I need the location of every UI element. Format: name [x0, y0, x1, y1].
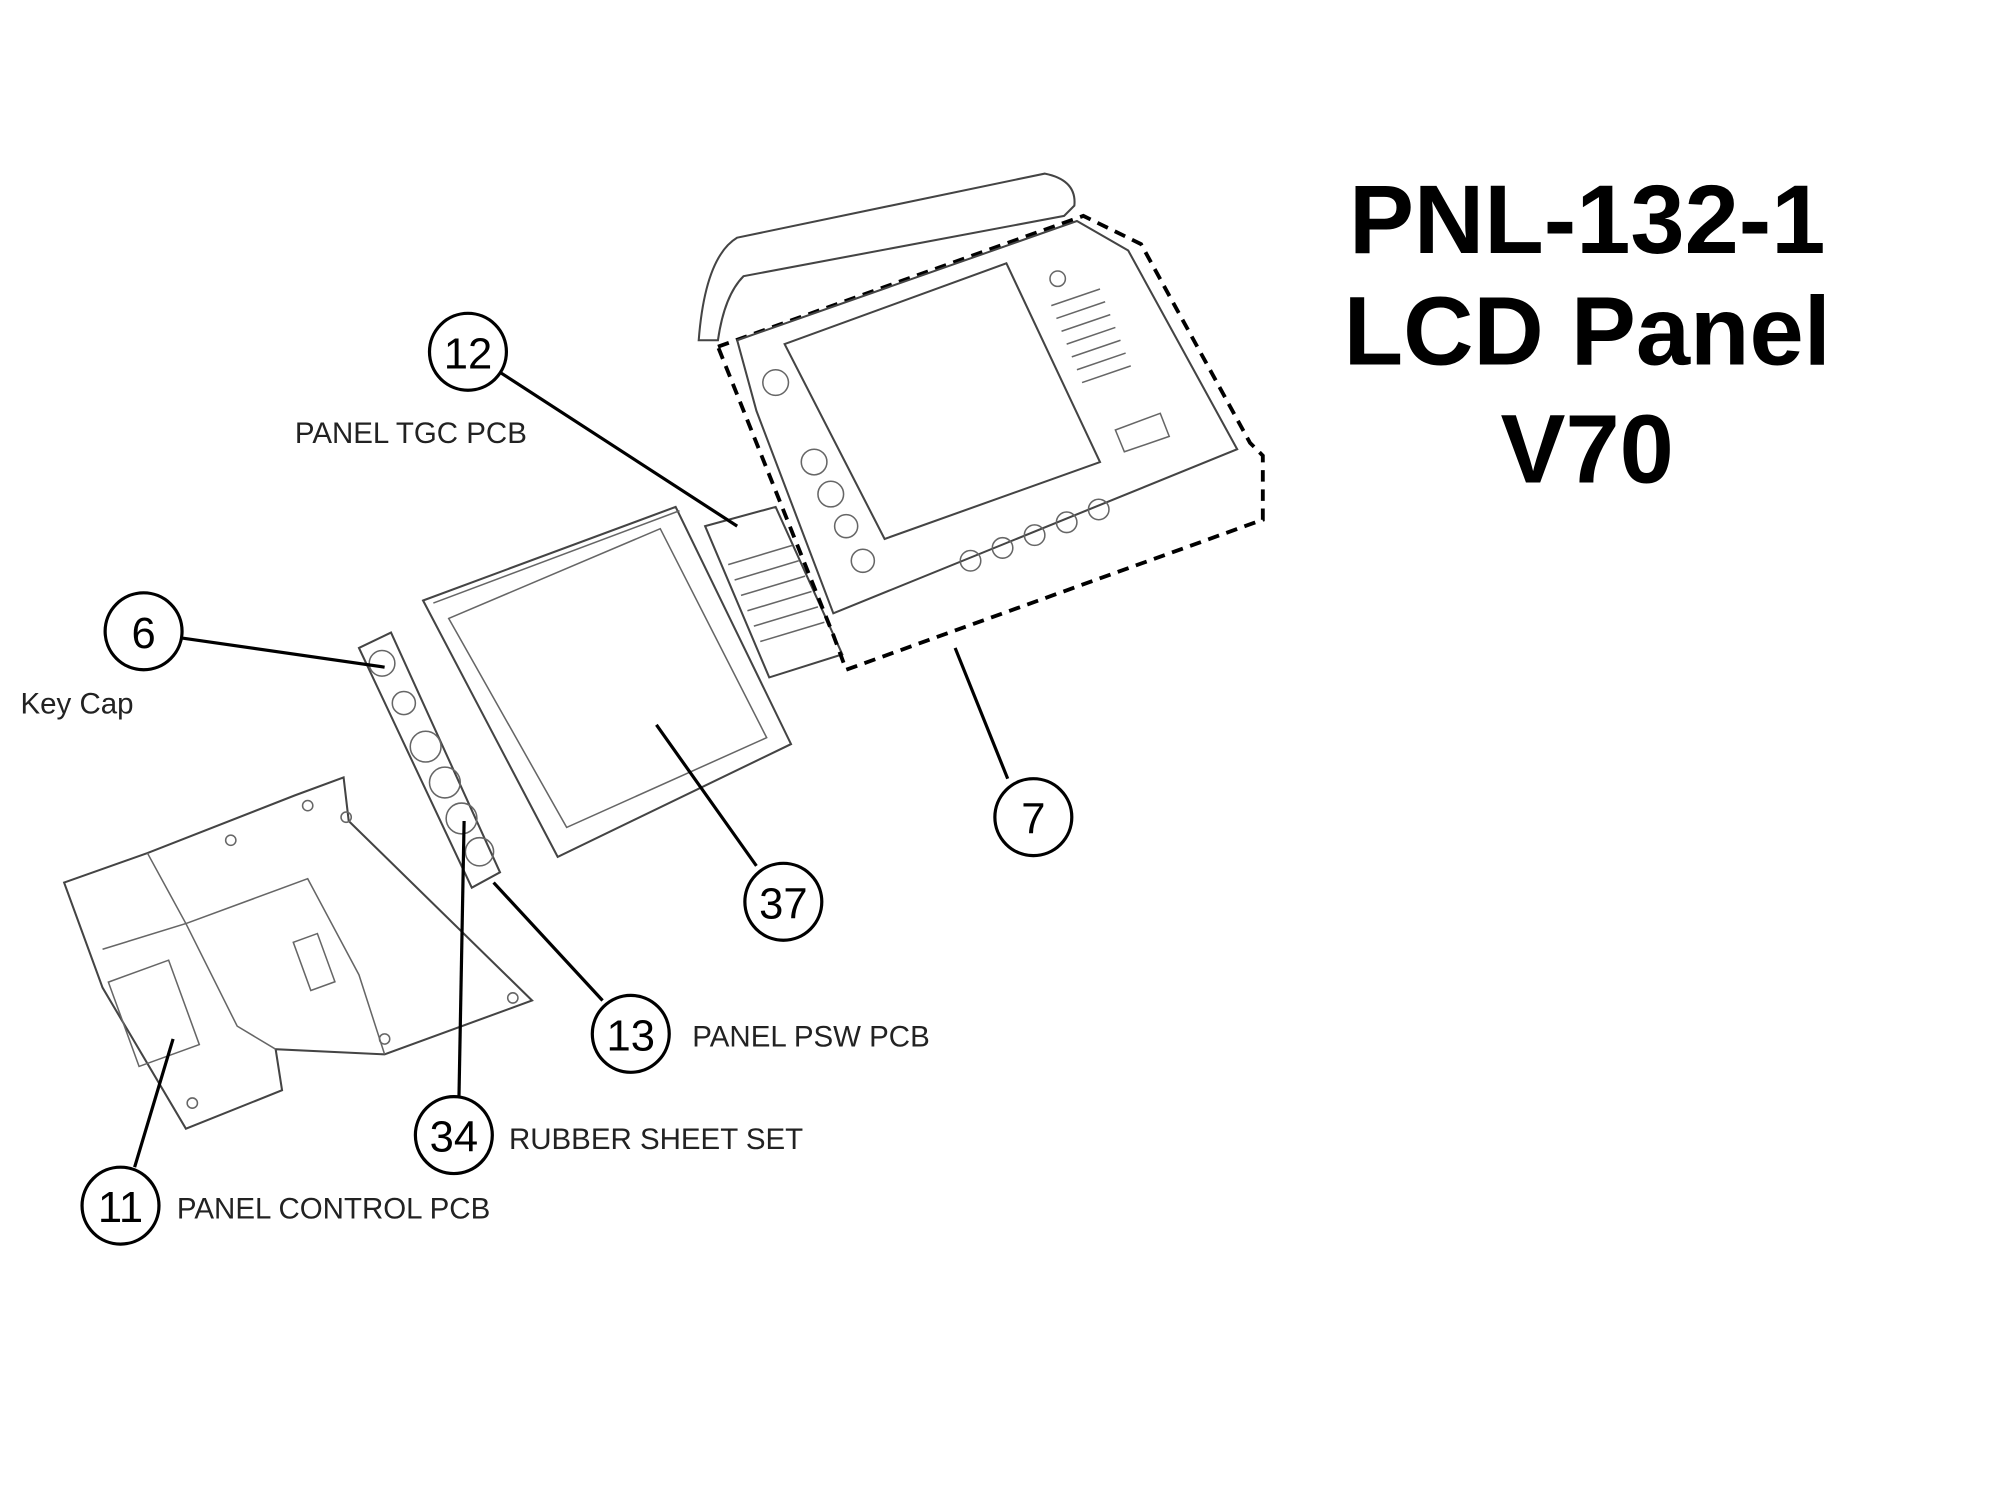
- callout-number: 37: [759, 880, 807, 928]
- callout-label: Key Cap: [21, 687, 134, 720]
- title-description: LCD Panel: [1344, 277, 1831, 386]
- callout-13: 13 PANEL PSW PCB: [590, 993, 930, 1074]
- callout-number: 7: [1021, 796, 1045, 844]
- lcd-drawing: [421, 505, 793, 859]
- callout-number: 12: [444, 330, 492, 378]
- callout-label: RUBBER SHEET SET: [509, 1123, 803, 1156]
- callout-6: 6 Key Cap: [21, 591, 184, 720]
- callout-34: 34 RUBBER SHEET SET: [413, 1095, 803, 1176]
- leader-lines: [133, 370, 1010, 1168]
- front-bezel-drawing: [697, 172, 1265, 673]
- callout-number: 6: [131, 610, 155, 658]
- callout-37: 37: [743, 861, 824, 942]
- panel-control-pcb-drawing: [62, 776, 534, 1130]
- callout-12: 12 PANEL TGC PCB: [295, 311, 527, 450]
- callout-label: PANEL TGC PCB: [295, 417, 527, 450]
- callout-number: 11: [98, 1184, 143, 1232]
- callout-11: 11 PANEL CONTROL PCB: [80, 1165, 490, 1246]
- callout-label: PANEL CONTROL PCB: [177, 1192, 490, 1225]
- title-part-number: PNL-132-1: [1349, 165, 1825, 274]
- callout-number: 34: [430, 1114, 478, 1162]
- callout-7: 7: [993, 777, 1074, 858]
- title-model: V70: [1501, 395, 1674, 504]
- callout-label: PANEL PSW PCB: [692, 1021, 929, 1054]
- callout-number: 13: [607, 1012, 655, 1060]
